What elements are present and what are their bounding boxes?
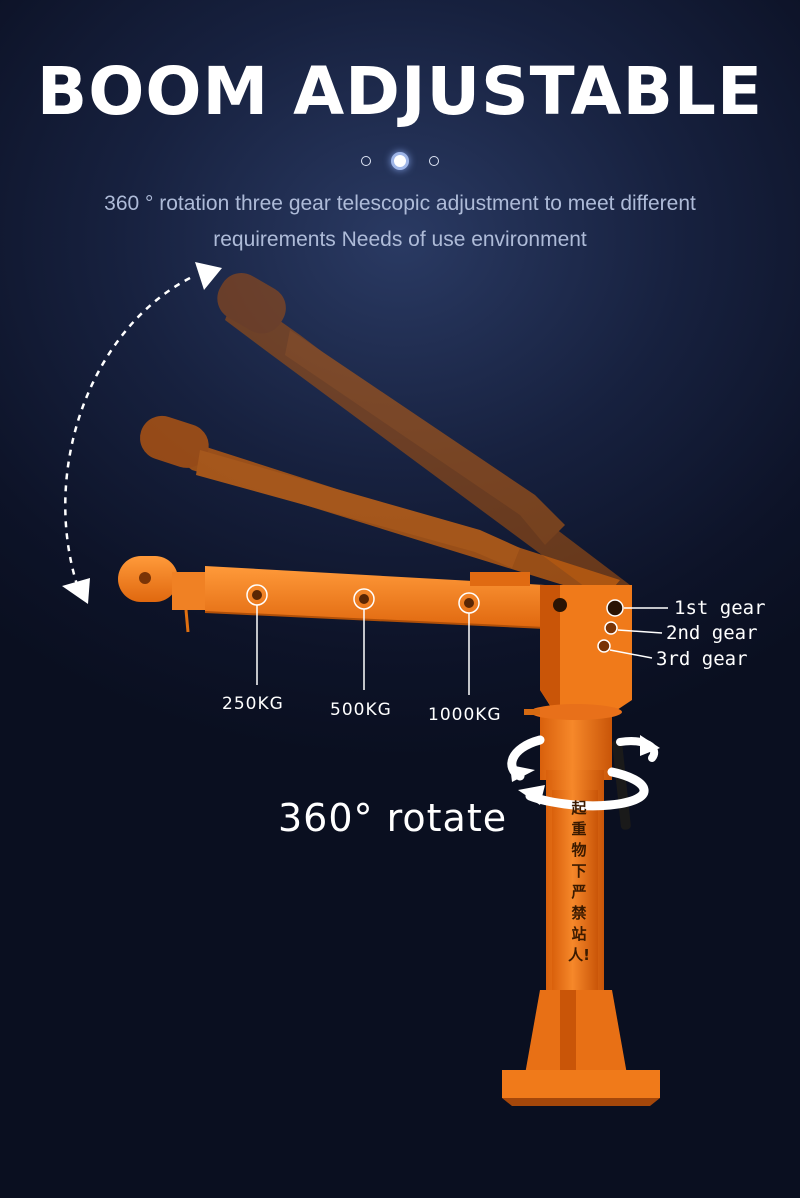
- load-callouts: [246, 584, 480, 695]
- carousel-dot-2-active[interactable]: [391, 151, 409, 170]
- description-line-2: requirements Needs of use environment: [213, 228, 587, 251]
- carousel-indicator: [0, 150, 800, 170]
- gear-head: [540, 585, 632, 740]
- load-label-500: 500KG: [330, 700, 392, 720]
- carousel-dot-1[interactable]: [361, 155, 371, 166]
- load-label-250: 250KG: [222, 694, 284, 714]
- load-label-1000: 1000KG: [428, 705, 502, 725]
- arc-arrow-top-icon: [195, 262, 222, 290]
- carousel-dot-3[interactable]: [429, 155, 439, 166]
- gear-label-3: 3rd gear: [656, 648, 748, 670]
- gear-label-1: 1st gear: [674, 597, 766, 619]
- crane-column: [502, 704, 660, 1106]
- description-line-1: 360 ° rotation three gear telescopic adj…: [104, 192, 696, 215]
- rotate-arrow-right-icon: [525, 767, 649, 811]
- boom-position-low: [118, 556, 546, 633]
- arc-arrow-bottom-icon: [62, 578, 90, 604]
- boom-position-mid: [140, 415, 620, 598]
- description: 360 ° rotation three gear telescopic adj…: [40, 186, 760, 258]
- gear-callouts: [609, 607, 668, 659]
- page-title: BOOM ADJUSTABLE: [36, 53, 764, 130]
- boom-position-high: [217, 273, 630, 598]
- rotation-arc-dashed: [64, 276, 191, 589]
- rotate-label: 360° rotate: [278, 796, 508, 840]
- column-warning-text: 起重物下严禁站人!: [568, 799, 590, 964]
- gear-label-2: 2nd gear: [666, 622, 758, 644]
